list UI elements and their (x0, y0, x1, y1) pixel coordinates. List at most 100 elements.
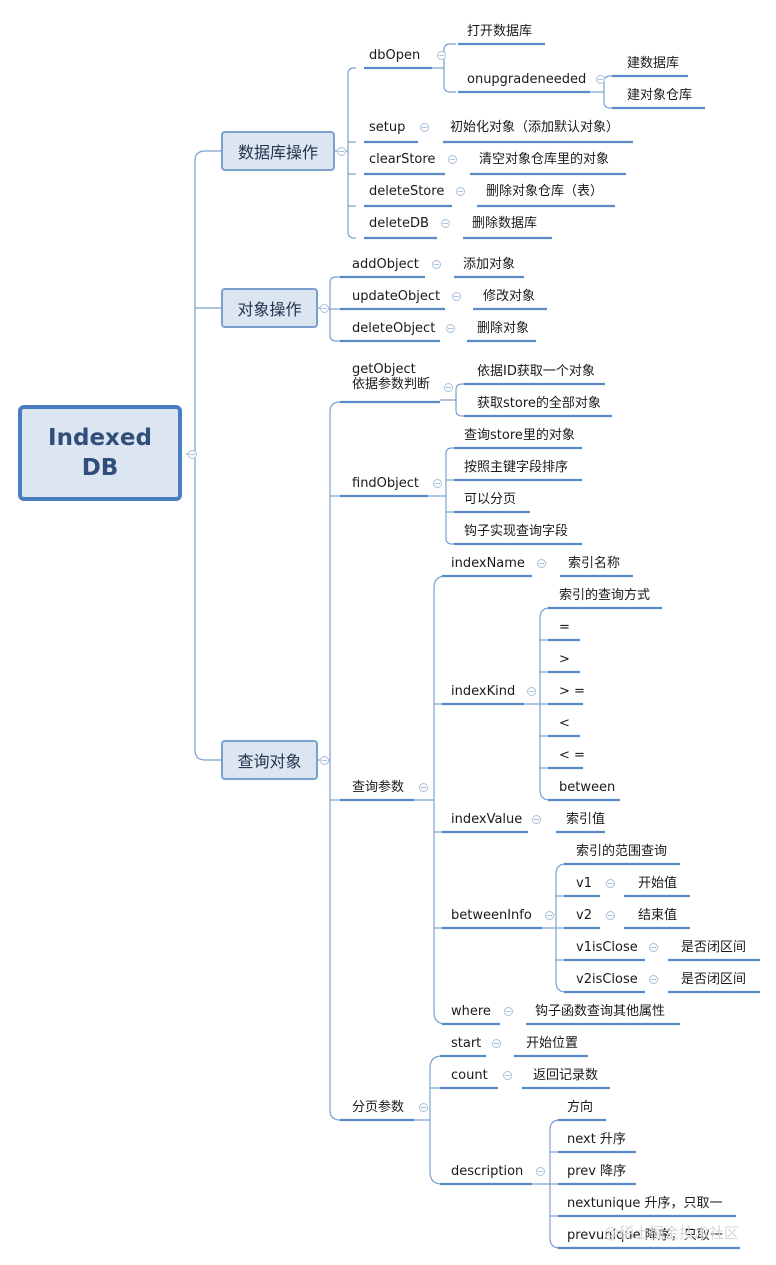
topic-description-item[interactable]: prev 降序 (567, 1164, 627, 1179)
topic-indexvalue-desc[interactable]: 索引值 (566, 812, 606, 827)
topic-updateobject-desc[interactable]: 修改对象 (483, 289, 536, 304)
collapse-toggle-icon[interactable] (448, 155, 457, 164)
topic-v1[interactable]: v1 (576, 876, 592, 891)
topic-indexkind[interactable]: indexKind (451, 684, 516, 699)
topic-onupgradeneeded[interactable]: onupgradeneeded (467, 72, 587, 87)
topic-description[interactable]: description (451, 1164, 524, 1179)
collapse-toggle-icon[interactable] (532, 815, 541, 824)
topic-v2isclose[interactable]: v2isClose (576, 972, 638, 987)
collapse-toggle-icon[interactable] (527, 687, 536, 696)
topic-findobject[interactable]: findObject (352, 476, 420, 491)
topic-description-item[interactable]: next 升序 (567, 1132, 626, 1147)
topic-description-item[interactable]: prevunique 降序，只取一 (567, 1228, 723, 1243)
topic-indexkind-item[interactable]: between (559, 780, 616, 795)
topic-find-item[interactable]: 钩子实现查询字段 (464, 524, 569, 539)
collapse-toggle-icon[interactable] (606, 879, 615, 888)
collapse-toggle-icon[interactable] (537, 559, 546, 568)
collapse-toggle-icon[interactable] (456, 187, 465, 196)
topic-clearstore-desc[interactable]: 清空对象仓库里的对象 (479, 152, 610, 167)
topic-indexkind-item[interactable]: 索引的查询方式 (559, 588, 651, 603)
branch-object-ops[interactable]: 对象操作 (221, 288, 318, 328)
topic-dbopen[interactable]: dbOpen (369, 48, 421, 63)
topic-v2[interactable]: v2 (576, 908, 592, 923)
topic-paging-params[interactable]: 分页参数 (352, 1100, 405, 1115)
topic-setup-desc[interactable]: 初始化对象（添加默认对象） (450, 120, 620, 135)
collapse-toggle-icon[interactable] (545, 911, 554, 920)
topic-get-by-id[interactable]: 依据ID获取一个对象 (477, 364, 595, 379)
collapse-toggle-icon[interactable] (606, 911, 615, 920)
topic-indexkind-item[interactable]: > (559, 652, 570, 667)
topic-v2isclose-desc[interactable]: 是否闭区间 (681, 972, 747, 987)
topic-addobject[interactable]: addObject (352, 257, 419, 272)
topic-deletedb[interactable]: deleteDB (369, 216, 429, 231)
collapse-toggle-icon[interactable] (437, 51, 446, 60)
topic-where[interactable]: where (451, 1004, 491, 1019)
collapse-toggle-icon[interactable] (419, 1103, 428, 1112)
topic-find-item[interactable]: 可以分页 (464, 492, 517, 507)
topic-indexvalue[interactable]: indexValue (451, 812, 523, 827)
topic-find-item[interactable]: 按照主键字段排序 (464, 460, 569, 475)
collapse-toggle-icon[interactable] (649, 943, 658, 952)
topic-count-desc[interactable]: 返回记录数 (533, 1068, 599, 1083)
topic-v1-desc[interactable]: 开始值 (638, 876, 678, 891)
topic-indexkind-item[interactable]: < (559, 716, 570, 731)
connector-line (433, 1011, 447, 1025)
collapse-toggle-icon[interactable] (320, 304, 329, 313)
collapse-toggle-icon[interactable] (337, 147, 346, 156)
branch-db-ops[interactable]: 数据库操作 (221, 131, 335, 171)
collapse-toggle-icon[interactable] (504, 1007, 513, 1016)
collapse-toggle-icon[interactable] (320, 756, 329, 765)
collapse-toggle-icon[interactable] (433, 479, 442, 488)
collapse-toggle-icon[interactable] (452, 292, 461, 301)
topic-between-range[interactable]: 索引的范围查询 (576, 844, 668, 859)
topic-betweeninfo[interactable]: betweenInfo (451, 908, 532, 923)
topic-start-desc[interactable]: 开始位置 (526, 1036, 579, 1051)
topic-v1isclose[interactable]: v1isClose (576, 940, 638, 955)
connector-line (555, 863, 567, 875)
collapse-toggle-icon[interactable] (441, 219, 450, 228)
connector-line (445, 447, 454, 455)
topic-indexkind-item[interactable]: = (559, 620, 570, 635)
topic-addobject-desc[interactable]: 添加对象 (463, 257, 516, 272)
topic-indexkind-item[interactable]: > = (559, 684, 585, 699)
topic-query-params[interactable]: 查询参数 (352, 780, 405, 795)
topic-description-item[interactable]: 方向 (567, 1100, 594, 1115)
topic-get-all[interactable]: 获取store的全部对象 (477, 396, 601, 411)
branch-query-objects[interactable]: 查询对象 (221, 740, 318, 780)
topic-indexname-desc[interactable]: 索引名称 (568, 556, 621, 571)
topic-deleteobject[interactable]: deleteObject (352, 321, 436, 336)
topic-clearstore[interactable]: clearStore (369, 152, 436, 167)
topic-updateobject[interactable]: updateObject (352, 289, 441, 304)
topic-deleteobject-desc[interactable]: 删除对象 (477, 321, 530, 336)
collapse-toggle-icon[interactable] (444, 383, 453, 392)
topic-getobject[interactable]: getObject 依据参数判断 (352, 362, 431, 392)
collapse-toggle-icon[interactable] (503, 1071, 512, 1080)
topic-v2-desc[interactable]: 结束值 (638, 908, 678, 923)
root-node[interactable]: Indexed DB (18, 405, 182, 501)
topic-deletestore[interactable]: deleteStore (369, 184, 445, 199)
topic-where-desc[interactable]: 钩子函数查询其他属性 (535, 1004, 666, 1019)
collapse-toggle-icon[interactable] (420, 123, 429, 132)
topic-v1isclose-desc[interactable]: 是否闭区间 (681, 940, 747, 955)
collapse-toggle-icon[interactable] (596, 75, 605, 84)
topic-description-item[interactable]: nextunique 升序，只取一 (567, 1196, 723, 1211)
collapse-toggle-icon[interactable] (446, 324, 455, 333)
collapse-toggle-icon[interactable] (649, 975, 658, 984)
topic-start[interactable]: start (451, 1036, 482, 1051)
topic-create-object-store[interactable]: 建对象仓库 (627, 88, 693, 103)
topic-create-database[interactable]: 建数据库 (627, 56, 680, 71)
collapse-toggle-icon[interactable] (536, 1167, 545, 1176)
topic-open-database[interactable]: 打开数据库 (467, 24, 533, 39)
topic-deletestore-desc[interactable]: 删除对象仓库（表） (486, 184, 604, 199)
collapse-toggle-icon[interactable] (492, 1039, 501, 1048)
topic-find-item[interactable]: 查询store里的对象 (464, 428, 575, 443)
collapse-toggle-icon[interactable] (432, 260, 441, 269)
topic-indexkind-item[interactable]: < = (559, 748, 585, 763)
collapse-toggle-icon[interactable] (419, 783, 428, 792)
topic-indexname[interactable]: indexName (451, 556, 525, 571)
topic-count[interactable]: count (451, 1068, 488, 1083)
topic-deletedb-desc[interactable]: 删除数据库 (472, 216, 538, 231)
collapse-toggle-icon[interactable] (188, 450, 197, 459)
topic-setup[interactable]: setup (369, 120, 406, 135)
